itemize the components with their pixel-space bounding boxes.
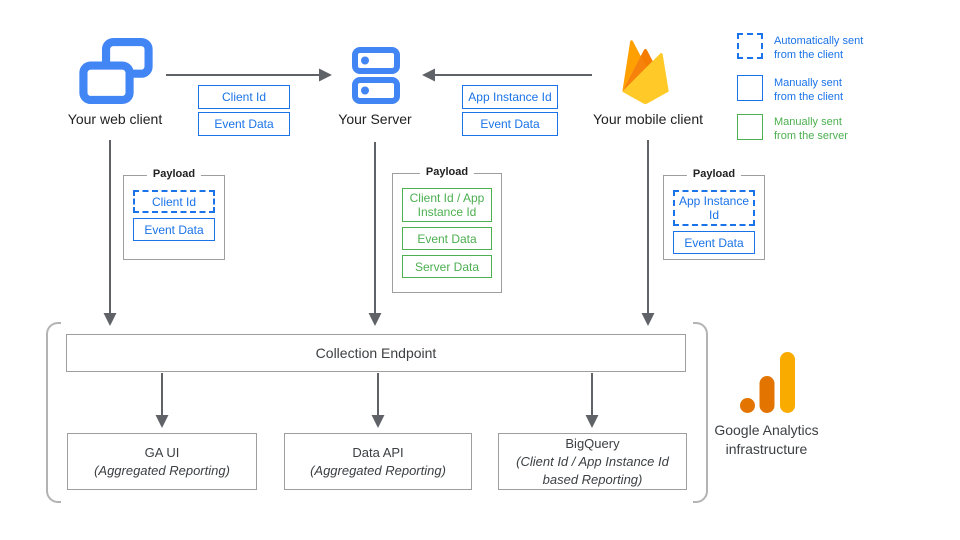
client-id-chip: Client Id <box>198 85 290 109</box>
event-data-chip: Event Data <box>462 112 558 136</box>
infrastructure-bracket-left <box>46 322 61 503</box>
mobile-client-label: Your mobile client <box>593 111 703 127</box>
payload-item-event-data: Event Data <box>673 231 755 254</box>
dashed-blue-swatch <box>737 33 763 59</box>
bigquery-box: BigQuery (Client Id / App Instance Id ba… <box>498 433 687 490</box>
mobile-to-server-labels: App Instance Id Event Data <box>462 85 558 136</box>
payload-item-server-data: Server Data <box>402 255 492 278</box>
bigquery-subtitle: (Client Id / App Instance Id based Repor… <box>516 453 669 487</box>
ga-ui-box: GA UI (Aggregated Reporting) <box>67 433 257 490</box>
data-api-title: Data API <box>352 444 404 460</box>
collection-endpoint-box: Collection Endpoint <box>66 334 686 372</box>
infrastructure-caption: Google Analytics infrastructure <box>714 422 819 457</box>
ga-ui-subtitle: (Aggregated Reporting) <box>94 462 230 478</box>
web-client-label: Your web client <box>67 111 163 127</box>
firebase-icon <box>622 40 669 104</box>
payload-title: Payload <box>686 168 742 180</box>
mobile-payload-group: Payload App Instance Id Event Data <box>663 168 765 260</box>
data-api-box: Data API (Aggregated Reporting) <box>284 433 472 490</box>
server-label: Your Server <box>338 111 412 127</box>
payload-item-client-or-app-instance-id: Client Id / App Instance Id <box>402 188 492 222</box>
server-payload-group: Payload Client Id / App Instance Id Even… <box>392 166 502 293</box>
payload-item-event-data: Event Data <box>402 227 492 250</box>
data-api-subtitle: (Aggregated Reporting) <box>310 462 446 478</box>
solid-blue-swatch <box>737 75 763 101</box>
bigquery-title: BigQuery <box>565 435 620 451</box>
web-to-server-labels: Client Id Event Data <box>198 85 290 136</box>
payload-title: Payload <box>146 168 202 180</box>
google-analytics-logo <box>740 352 795 413</box>
server-icon <box>352 47 400 104</box>
solid-green-swatch <box>737 114 763 140</box>
web-client-icon <box>79 37 153 105</box>
payload-item-event-data: Event Data <box>133 218 215 241</box>
infrastructure-bracket-right <box>693 322 708 503</box>
payload-item-client-id: Client Id <box>133 190 215 213</box>
app-instance-id-chip: App Instance Id <box>462 85 558 109</box>
payload-title: Payload <box>419 166 475 178</box>
ga-ui-title: GA UI <box>144 444 180 460</box>
payload-item-app-instance-id: App Instance Id <box>673 190 755 226</box>
event-data-chip: Event Data <box>198 112 290 136</box>
web-payload-group: Payload Client Id Event Data <box>123 168 225 260</box>
